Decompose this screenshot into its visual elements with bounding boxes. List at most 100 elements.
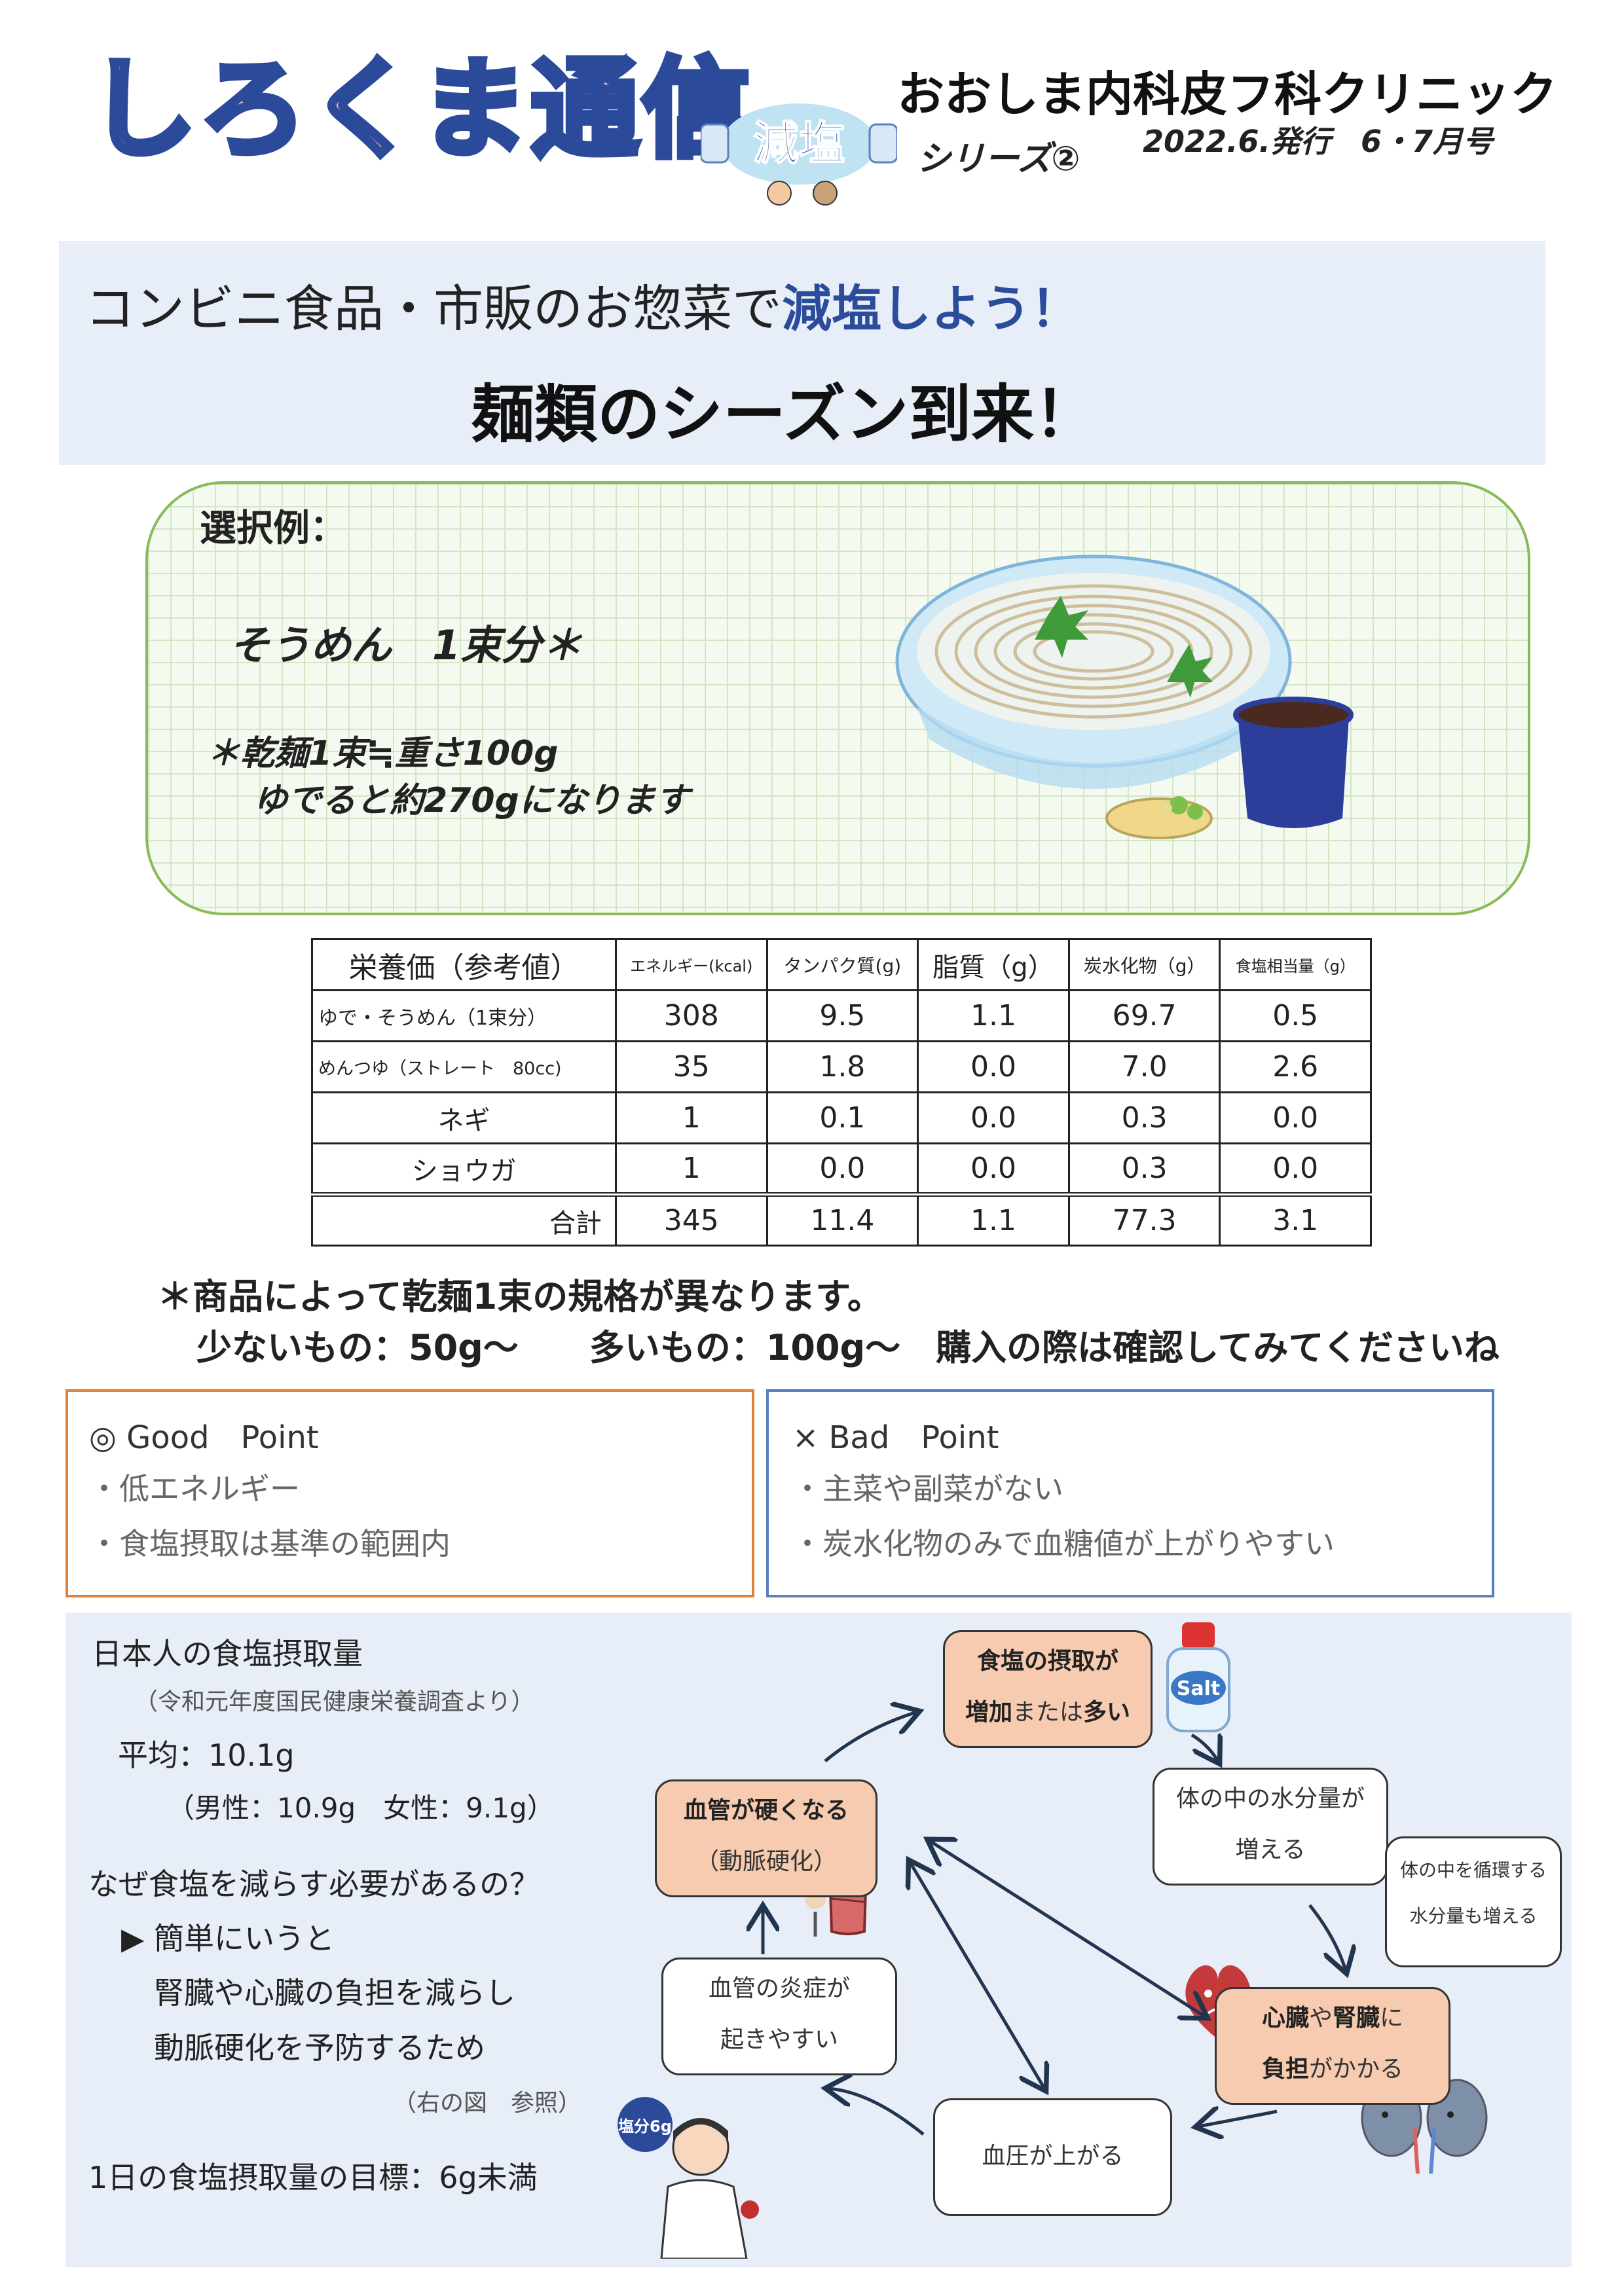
flow-burden-kidney: 腎臓 <box>1333 2005 1380 2032</box>
total-energy: 345 <box>614 1192 768 1247</box>
flow-burden-heart: 心臓 <box>1261 2005 1309 2032</box>
issue-date: 2022.6.発行 6・7月号 <box>1143 124 1493 159</box>
table-row: ゆで・そうめん（1束分） 308 9.5 1.1 69.7 0.5 <box>311 989 1372 1042</box>
table-row: ショウガ 1 0.0 0.0 0.3 0.0 <box>311 1142 1372 1195</box>
caution-line1: ＊商品によって乾麺1束の規格が異なります。 <box>157 1276 883 1317</box>
cell-salt: 0.0 <box>1219 1091 1372 1144</box>
selection-note-line1: ＊乾麺1束≒重さ100g <box>206 734 559 773</box>
flow-intake-bold1: 増加 <box>965 1699 1012 1726</box>
row-name: ショウガ <box>311 1142 617 1195</box>
cell-carbs: 0.3 <box>1067 1091 1221 1144</box>
table-row: めんつゆ（ストレート 80cc) 35 1.8 0.0 7.0 2.6 <box>311 1040 1372 1093</box>
salt-reason1: 腎臓や心臓の負担を減らし <box>154 1975 515 2011</box>
total-label: 合計 <box>311 1192 617 1247</box>
salt-shaker-icon: Salt <box>1166 1622 1230 1732</box>
row-name: ゆで・そうめん（1束分） <box>311 989 617 1042</box>
good-point-box: ◎ Good Point ・低エネルギー ・食塩摂取は基準の範囲内 <box>65 1389 754 1597</box>
flow-intake-bold2: 多い <box>1083 1699 1131 1726</box>
subtitle-suffix: ！ <box>1031 280 1080 338</box>
genen-badge-illustration: 減塩 <box>701 103 897 206</box>
flow-circ-line1: 体の中を循環する <box>1399 1859 1547 1881</box>
header-nutrition: 栄養価（参考値） <box>311 938 617 991</box>
salt-gender: （男性：10.9g 女性：9.1g） <box>167 1792 555 1824</box>
salt-simple: ▶ 簡単にいうと <box>121 1921 335 1956</box>
bad-point-title: × Bad Point <box>792 1419 999 1456</box>
flow-blood-pressure: 血圧が上がる <box>933 2098 1172 2216</box>
total-protein: 11.4 <box>766 1192 919 1247</box>
salt-why: なぜ食塩を減らす必要があるの？ <box>88 1867 540 1902</box>
cell-energy: 1 <box>614 1091 768 1144</box>
cell-carbs: 0.3 <box>1067 1142 1221 1195</box>
doctor-illustration: 塩分6g <box>618 2097 759 2259</box>
cell-protein: 9.5 <box>766 989 919 1042</box>
header-salt: 食塩相当量（g） <box>1219 938 1372 991</box>
good-point-item: ・低エネルギー <box>89 1471 300 1506</box>
salt-ref: （右の図 参照） <box>393 2090 582 2117</box>
table-row-total: 合計 345 11.4 1.1 77.3 3.1 <box>311 1192 1372 1247</box>
flow-circ-line2: 水分量も増える <box>1409 1905 1538 1927</box>
selection-note: ＊乾麺1束≒重さ100g ゆでると約270gになります <box>206 730 690 824</box>
flow-hard-line1: 血管が硬くなる <box>683 1797 849 1824</box>
salt-reason2: 動脈硬化を予防するため <box>154 2030 485 2066</box>
cell-energy: 308 <box>614 989 768 1042</box>
flow-burden-ya: や <box>1308 2005 1333 2032</box>
genen-badge-text: 減塩 <box>753 117 845 170</box>
header-fat: 脂質（g） <box>917 938 1070 991</box>
salt-goal: 1日の食塩摂取量の目標：6g未満 <box>88 2160 538 2195</box>
header-energy: エネルギー(kcal) <box>614 938 768 991</box>
salt-shaker-label: Salt <box>1177 1677 1220 1700</box>
flow-intake-mid: または <box>1012 1699 1083 1726</box>
flow-inflam-line1: 血管の炎症が <box>708 1975 850 2002</box>
selection-label: 選択例： <box>200 507 346 550</box>
headline-band <box>59 241 1545 465</box>
header-protein: タンパク質(g) <box>766 938 919 991</box>
subtitle-emphasis: 減塩しよう <box>782 280 1031 338</box>
cell-energy: 1 <box>614 1142 768 1195</box>
doctor-badge-text: 塩分6g <box>618 2117 672 2136</box>
cell-fat: 0.0 <box>917 1142 1070 1195</box>
salt-heading: 日本人の食塩摂取量 <box>92 1636 363 1671</box>
flow-burden-futan: 負担 <box>1261 2056 1309 2083</box>
bad-point-item: ・主菜や副菜がない <box>792 1471 1063 1506</box>
headline-subtitle: コンビニ食品・市販のお惣菜で減塩しよう！ <box>85 268 1080 340</box>
bad-point-box: × Bad Point ・主菜や副菜がない ・炭水化物のみで血糖値が上がりやすい <box>766 1389 1494 1597</box>
selection-item: そうめん 1束分＊ <box>229 621 583 669</box>
salt-average: 平均：10.1g <box>118 1738 295 1773</box>
cell-salt: 0.5 <box>1219 989 1372 1042</box>
salt-source: （令和元年度国民健康栄養調査より） <box>134 1688 535 1715</box>
good-point-item: ・食塩摂取は基準の範囲内 <box>89 1526 451 1561</box>
subtitle-prefix: コンビニ食品・市販のお惣菜で <box>85 280 782 338</box>
flow-water-line2: 増える <box>1235 1836 1306 1863</box>
total-fat: 1.1 <box>917 1192 1070 1247</box>
flow-water-line1: 体の中の水分量が <box>1175 1785 1365 1812</box>
selection-note-line2: ゆでると約270gになります <box>253 781 690 820</box>
nutrition-header-row: 栄養価（参考値） エネルギー(kcal) タンパク質(g) 脂質（g） 炭水化物… <box>311 938 1372 991</box>
headline-main: 麺類のシーズン到来！ <box>471 378 1098 451</box>
cell-protein: 0.0 <box>766 1142 919 1195</box>
flow-organ-burden: 心臓や腎臓に 負担がかかる <box>1215 1987 1450 2105</box>
cell-carbs: 69.7 <box>1067 989 1221 1042</box>
header-carbs: 炭水化物（g） <box>1067 938 1221 991</box>
series-number: シリーズ② <box>917 139 1080 179</box>
somen-illustration <box>895 555 1354 839</box>
table-row: ネギ 1 0.1 0.0 0.3 0.0 <box>311 1091 1372 1144</box>
flow-burden-end: がかかる <box>1309 2056 1404 2083</box>
flow-hard-line2: （動脈硬化） <box>695 1848 837 1875</box>
cell-fat: 0.0 <box>917 1091 1070 1144</box>
flow-inflam-line2: 起きやすい <box>720 2026 838 2053</box>
caution-line2: 少ないもの：50g～ 多いもの：100g～ 購入の際は確認してみてくださいね <box>196 1327 1500 1368</box>
caution-note: ＊商品によって乾麺1束の規格が異なります。 少ないもの：50g～ 多いもの：10… <box>157 1271 1500 1374</box>
newsletter-title: しろくま通信 <box>86 46 753 172</box>
clinic-name: おおしま内科皮フ科クリニック <box>897 67 1558 122</box>
flow-inflammation: 血管の炎症が 起きやすい <box>661 1958 897 2075</box>
cell-protein: 0.1 <box>766 1091 919 1144</box>
cell-energy: 35 <box>614 1040 768 1093</box>
nutrition-table: 栄養価（参考値） エネルギー(kcal) タンパク質(g) 脂質（g） 炭水化物… <box>311 938 1372 1247</box>
flow-intake-line1: 食塩の摂取が <box>976 1648 1118 1675</box>
cell-fat: 0.0 <box>917 1040 1070 1093</box>
flow-arteriosclerosis: 血管が硬くなる （動脈硬化） <box>655 1779 877 1897</box>
total-carbs: 77.3 <box>1067 1192 1221 1247</box>
cell-carbs: 7.0 <box>1067 1040 1221 1093</box>
total-salt: 3.1 <box>1219 1192 1372 1247</box>
bad-point-item: ・炭水化物のみで血糖値が上がりやすい <box>792 1526 1335 1561</box>
